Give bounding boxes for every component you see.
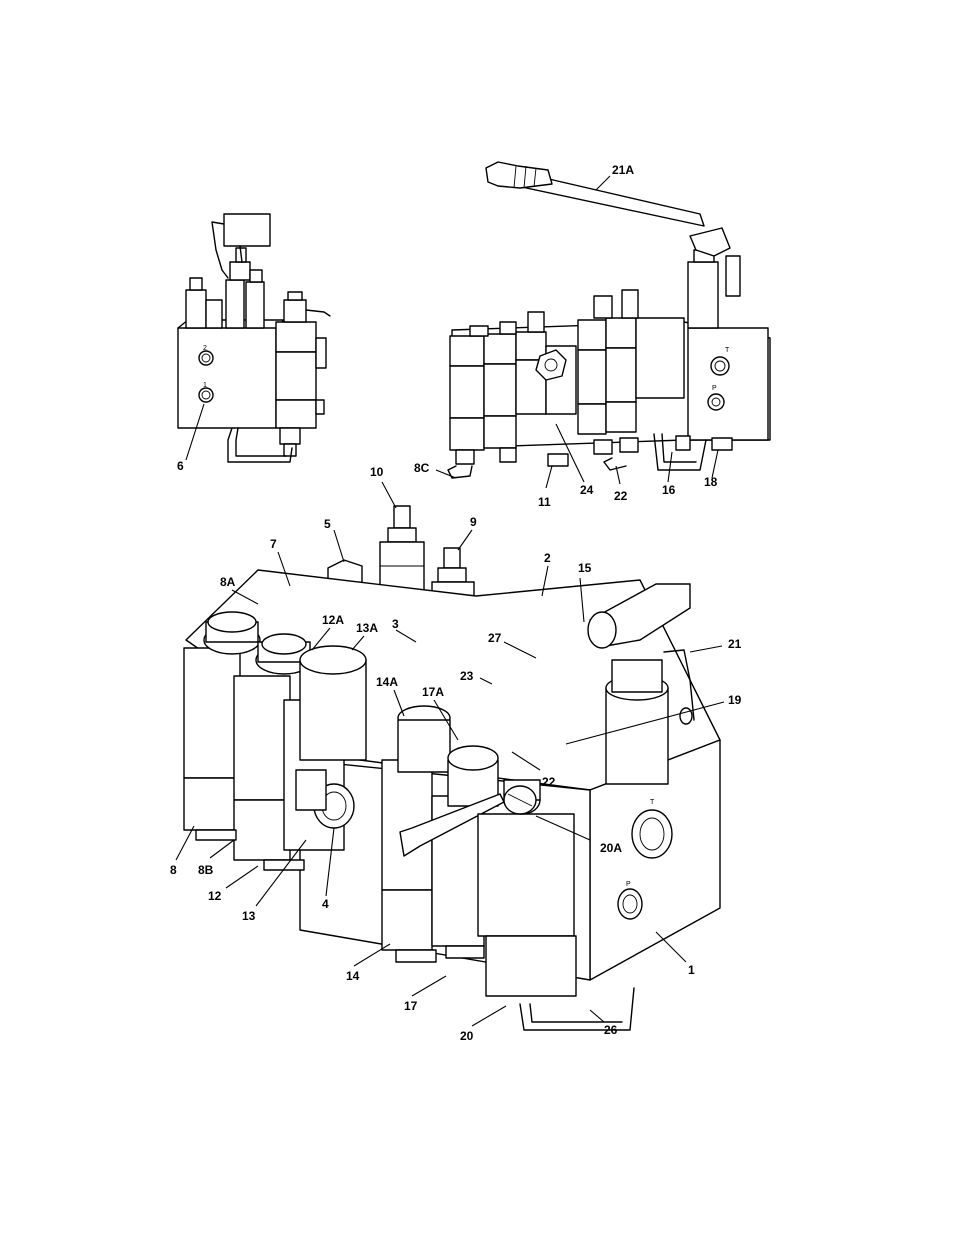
callout-8: 8 [170,863,177,877]
callout-1: 1 [688,963,695,977]
side-port-mark-2: 2 [203,345,207,352]
callout-15: 15 [578,561,592,575]
rear-port-mark-P: P [712,385,717,392]
callout-27: 27 [488,631,502,645]
callout-19: 19 [728,693,742,707]
callout-21A: 21A [612,163,634,177]
callout-13: 13 [242,909,256,923]
callout-3: 3 [392,617,399,631]
main-port-mark-T: T [650,799,655,806]
callout-8C: 8C [414,461,430,475]
callout-22-bottom: 22 [542,775,556,789]
callout-10: 10 [370,465,384,479]
callout-4: 4 [322,897,329,911]
rear-port-mark-T: T [725,347,730,354]
callout-11: 11 [538,495,551,509]
callout-23: 23 [460,669,474,683]
callout-12: 12 [208,889,222,903]
callout-18: 18 [704,475,718,489]
callout-17A: 17A [422,685,444,699]
callout-9: 9 [470,515,477,529]
rear-view-valve: T P [448,162,770,478]
callout-20A: 20A [600,841,622,855]
callout-8B: 8B [198,863,214,877]
callout-12A: 12A [322,613,344,627]
callout-5: 5 [324,517,331,531]
callout-14A: 14A [376,675,398,689]
callout-2: 2 [544,551,551,565]
callout-7: 7 [270,537,277,551]
main-port-mark-P: P [626,881,631,888]
callout-24: 24 [580,483,594,497]
callout-21: 21 [728,637,742,651]
callout-14: 14 [346,969,360,983]
callout-16: 16 [662,483,676,497]
callout-22-top: 22 [614,489,628,503]
side-port-mark-1: 1 [203,382,207,389]
callout-6: 6 [177,459,184,473]
callout-20: 20 [460,1029,474,1043]
callout-17: 17 [404,999,418,1013]
side-view-valve: 2 1 [178,214,330,462]
main-valve-assembly: T P [184,570,720,1030]
callout-26: 26 [604,1023,618,1037]
callout-8A: 8A [220,575,236,589]
callout-13A: 13A [356,621,378,635]
